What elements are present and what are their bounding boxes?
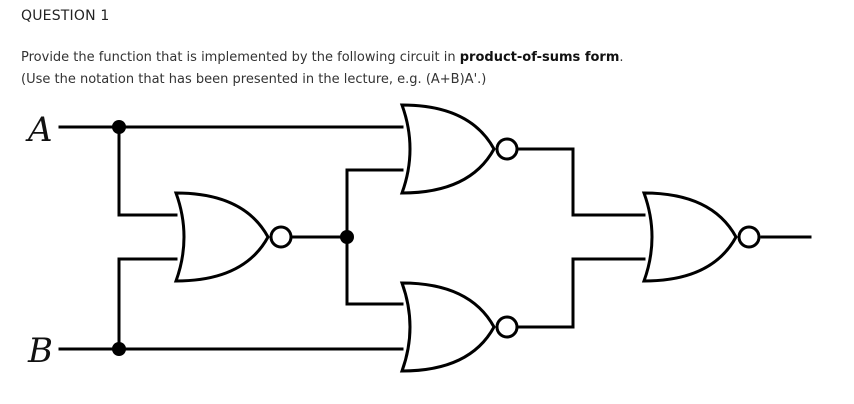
question-prompt: Provide the function that is implemented… [21, 47, 624, 91]
prompt-period: . [619, 50, 624, 65]
prompt-text: Provide the function that is implemented… [21, 50, 460, 65]
input-label-b: B [27, 331, 53, 371]
nor-gate-4 [641, 191, 761, 283]
prompt-emphasis: product-of-sums form [459, 50, 620, 65]
junction-dot-a [112, 120, 126, 134]
wire-nor3-out [517, 257, 646, 329]
junction-dot-middle [340, 230, 354, 244]
wire-b-branch [117, 257, 178, 351]
wire-nor2-out [517, 147, 646, 217]
input-label-a: A [25, 110, 53, 150]
prompt-line-2: (Use the notation that has been presente… [21, 72, 487, 87]
nor-gate-1 [173, 191, 293, 283]
nor-gate-2 [399, 103, 519, 195]
wire-a-branch [117, 125, 178, 217]
junction-dot-b [112, 342, 126, 356]
circuit-wires [58, 125, 812, 351]
question-title: QUESTION 1 [21, 8, 110, 24]
nor-gate-3 [399, 281, 519, 373]
prompt-line-1: Provide the function that is implemented… [21, 47, 624, 69]
